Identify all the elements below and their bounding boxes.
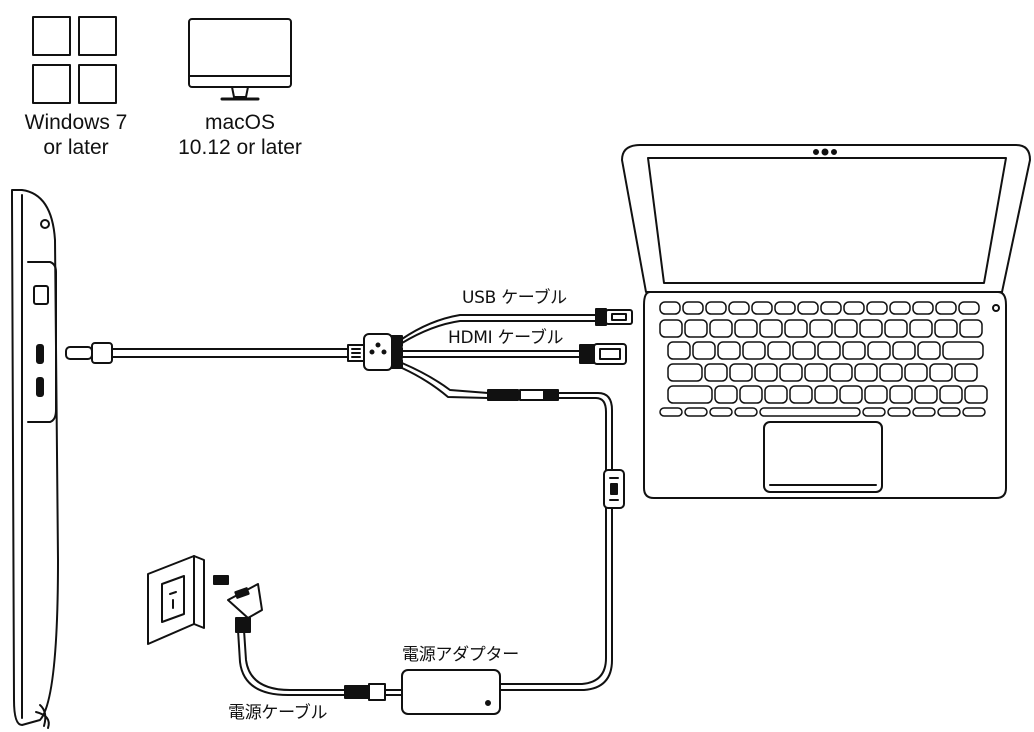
keyboard-key	[684, 407, 708, 417]
keyboard-key	[667, 385, 713, 404]
keyboard-key	[682, 301, 704, 315]
power-adapter	[401, 669, 501, 715]
laptop-keyboard	[659, 301, 988, 417]
keyboard-key	[705, 301, 727, 315]
keyboard-key	[859, 319, 883, 338]
dc-power-cable	[401, 362, 625, 691]
keyboard-key	[751, 301, 773, 315]
keyboard-key	[959, 319, 983, 338]
keyboard-key	[779, 363, 803, 382]
usb-c-cable	[65, 342, 349, 364]
keyboard-key	[839, 385, 863, 404]
keyboard-key	[804, 363, 828, 382]
keyboard-key	[728, 301, 750, 315]
ac-power-cable	[213, 575, 403, 701]
keyboard-key	[843, 301, 865, 315]
keyboard-key	[714, 385, 738, 404]
keyboard-key	[864, 385, 888, 404]
keyboard-key	[754, 363, 778, 382]
keyboard-key	[829, 363, 853, 382]
wall-outlet	[147, 555, 205, 645]
keyboard-key	[784, 319, 808, 338]
keyboard-key	[667, 363, 703, 382]
keyboard-key	[912, 301, 934, 315]
keyboard-key	[759, 407, 861, 417]
keyboard-key	[909, 319, 933, 338]
keyboard-key	[884, 319, 908, 338]
keyboard-key	[734, 407, 758, 417]
monitor-icon	[188, 18, 292, 101]
keyboard-key	[692, 341, 716, 360]
keyboard-key	[742, 341, 766, 360]
keyboard-key	[867, 341, 891, 360]
windows-label: Windows 7 or later	[6, 110, 146, 160]
keyboard-key	[854, 363, 878, 382]
keyboard-key	[834, 319, 858, 338]
power-cable-label: 電源ケーブル	[228, 703, 328, 723]
keyboard-key	[659, 407, 683, 417]
keyboard-key	[817, 341, 841, 360]
cable-splitter-hub	[347, 333, 403, 371]
keyboard-key	[684, 319, 708, 338]
keyboard-key	[659, 301, 681, 315]
keyboard-key	[892, 341, 916, 360]
keyboard-key	[729, 363, 753, 382]
keyboard-key	[709, 407, 733, 417]
keyboard-key	[879, 363, 903, 382]
keyboard-key	[809, 319, 833, 338]
keyboard-key	[739, 385, 763, 404]
keyboard-key	[889, 301, 911, 315]
keyboard-key	[704, 363, 728, 382]
keyboard-key	[842, 341, 866, 360]
keyboard-key	[789, 385, 813, 404]
keyboard-key	[964, 385, 988, 404]
keyboard-key	[914, 385, 938, 404]
keyboard-key	[929, 363, 953, 382]
windows-label-line2: or later	[43, 136, 109, 159]
macos-label: macOS 10.12 or later	[160, 110, 320, 160]
keyboard-key	[717, 341, 741, 360]
laptop	[621, 144, 1031, 499]
keyboard-key	[764, 385, 788, 404]
hdmi-cable	[401, 343, 627, 365]
keyboard-key	[934, 319, 958, 338]
keyboard-key	[958, 301, 980, 315]
keyboard-key	[759, 319, 783, 338]
keyboard-key	[767, 341, 791, 360]
keyboard-key	[709, 319, 733, 338]
keyboard-key	[904, 363, 928, 382]
keyboard-key	[797, 301, 819, 315]
power-adapter-label: 電源アダプター	[402, 645, 519, 665]
keyboard-key	[954, 363, 978, 382]
pen-display-device	[11, 189, 59, 729]
keyboard-key	[659, 319, 683, 338]
windows-logo-icon	[32, 16, 117, 104]
macos-label-line2: 10.12 or later	[178, 136, 302, 159]
keyboard-key	[820, 301, 842, 315]
usb-cable	[401, 308, 633, 344]
keyboard-key	[937, 407, 961, 417]
windows-label-line1: Windows 7	[24, 111, 128, 134]
keyboard-key	[935, 301, 957, 315]
usb-cable-label: USB ケーブル	[462, 288, 567, 308]
keyboard-key	[667, 341, 691, 360]
keyboard-key	[962, 407, 986, 417]
macos-label-line1: macOS	[204, 111, 275, 134]
keyboard-key	[866, 301, 888, 315]
keyboard-key	[912, 407, 936, 417]
keyboard-key	[942, 341, 984, 360]
keyboard-key	[774, 301, 796, 315]
keyboard-key	[939, 385, 963, 404]
keyboard-key	[734, 319, 758, 338]
keyboard-key	[889, 385, 913, 404]
keyboard-key	[792, 341, 816, 360]
keyboard-key	[887, 407, 911, 417]
keyboard-key	[814, 385, 838, 404]
hdmi-cable-label: HDMI ケーブル	[448, 328, 564, 348]
keyboard-key	[862, 407, 886, 417]
keyboard-key	[917, 341, 941, 360]
